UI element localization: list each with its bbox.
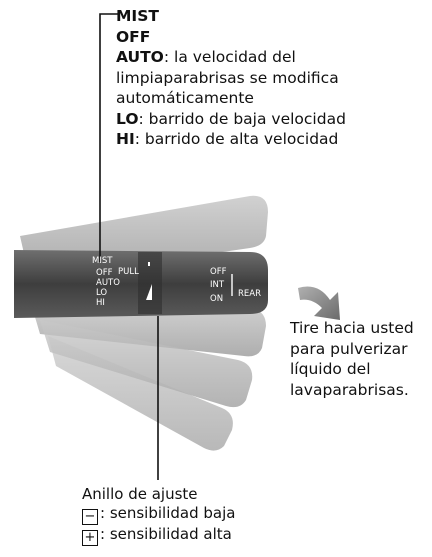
callout-line-top [99, 13, 118, 262]
plus-icon: + [82, 529, 98, 546]
auto-description-3: automáticamente [116, 89, 254, 107]
rear-label-off: OFF [210, 267, 227, 277]
adjust-ring-title: Anillo de ajuste [82, 485, 198, 503]
washer-pull-arrow [298, 286, 340, 320]
lever-label-auto: AUTO [96, 278, 120, 288]
lever-label-pull: PULL [118, 267, 139, 277]
bottom-callout: Anillo de ajuste −: sensibilidad baja +:… [82, 485, 235, 546]
lo-label: LO [116, 109, 139, 128]
top-callout: MIST OFF AUTO: la velocidad del limpiapa… [116, 6, 346, 150]
plus-description: : sensibilidad alta [100, 524, 232, 543]
lever-label-mist: MIST [92, 256, 113, 266]
minus-description: : sensibilidad baja [100, 503, 236, 522]
lo-description: : barrido de baja velocidad [138, 109, 346, 128]
lever-label-lo: LO [96, 288, 108, 298]
hi-label: HI [116, 130, 135, 148]
lever-label-hi: HI [96, 298, 105, 308]
lever-ghost-low-2 [40, 320, 253, 408]
mist-label: MIST [116, 7, 159, 25]
hi-description: : barrido de alta velocidad [134, 130, 339, 148]
auto-description: : la velocidad del [163, 48, 296, 66]
side-line-1: Tire hacia usted [290, 319, 414, 337]
minus-icon: − [82, 508, 98, 525]
rear-label-rear: REAR [238, 289, 261, 299]
side-callout: Tire hacia usted para pulverizar líquido… [290, 318, 430, 400]
rear-label-on: ON [210, 294, 224, 304]
lever-label-off: OFF [96, 268, 113, 278]
side-line-3: líquido del [290, 360, 371, 378]
off-label: OFF [116, 27, 151, 46]
side-line-4: lavaparabrisas. [290, 380, 409, 399]
auto-description-2: limpiaparabrisas se modifica [116, 68, 339, 87]
side-line-2: para pulverizar [290, 339, 408, 358]
lever-ghost-low-3 [48, 336, 233, 451]
auto-label: AUTO [116, 48, 164, 66]
rear-label-int: INT [210, 280, 225, 290]
